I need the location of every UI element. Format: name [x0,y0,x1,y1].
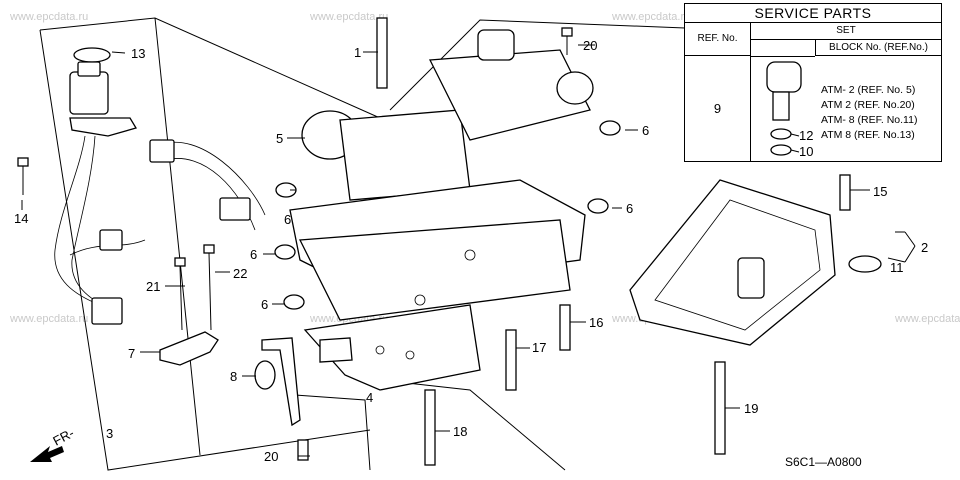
service-row: ATM- 2 (REF. No. 5) [821,84,916,96]
callout-15: 15 [873,184,887,199]
bolts-center [254,27,573,466]
callout-18: 18 [453,424,467,439]
valve-body-assembly [289,17,594,391]
callout-1: 1 [354,45,361,60]
ref-no-header: REF. No. [685,22,751,56]
speed-sensor [54,47,137,309]
callouts: 1 2 3 4 5 6 6 6 6 6 7 8 11 13 14 15 16 1… [14,38,928,464]
solenoid-kit-illustration: 12 10 [766,61,813,159]
callout-6: 6 [261,297,268,312]
callout-8: 8 [230,369,237,384]
callout-22: 22 [233,266,247,281]
callout-10: 10 [799,144,813,159]
drawing-code: S6C1—A0800 [785,455,862,469]
service-row: ATM 2 (REF. No.20) [821,99,915,111]
oil-strainer-cover [629,174,882,455]
callout-5: 5 [276,131,283,146]
callout-20: 20 [583,38,597,53]
callout-6: 6 [626,201,633,216]
block-no-header: BLOCK No. (REF.No.) [815,39,941,56]
callout-11: 11 [890,260,904,275]
bolts-left [17,157,219,366]
blank-cell [751,39,815,57]
callout-12: 12 [799,128,813,143]
o-rings [274,120,621,310]
callout-16: 16 [589,315,603,330]
watermark: www.epcdata.ru [309,11,388,23]
callout-3: 3 [106,426,113,441]
watermark: www.epcdata.ru [9,313,88,325]
callout-20: 20 [264,449,278,464]
callout-2: 2 [921,240,928,255]
service-row: ATM- 8 (REF. No.11) [821,114,918,126]
wire-harness [69,139,266,325]
watermark: www.epcdata.ru [9,11,88,23]
callout-19: 19 [744,401,758,416]
service-parts-title: SERVICE PARTS [685,4,941,23]
callout-4: 4 [366,390,373,405]
callout-14: 14 [14,211,28,226]
callout-13: 13 [131,46,145,61]
callout-21: 21 [146,279,160,294]
callout-6: 6 [250,247,257,262]
set-header: SET [751,22,941,40]
assembly-outline [39,17,686,471]
service-row: ATM 8 (REF. No.13) [821,129,915,141]
ref-value: 9 [685,56,751,161]
callout-6: 6 [642,123,649,138]
front-label: FR- [50,425,76,448]
callout-17: 17 [532,340,546,355]
leader-lines [21,44,916,457]
watermark: www.epcdata.ru [611,11,690,23]
service-parts-table: SERVICE PARTS REF. No. SET BLOCK No. (RE… [684,3,942,162]
watermark: www.epcdata.ru [894,313,960,325]
callout-6: 6 [284,212,291,227]
callout-7: 7 [128,346,135,361]
front-arrow: FR- [30,425,77,462]
